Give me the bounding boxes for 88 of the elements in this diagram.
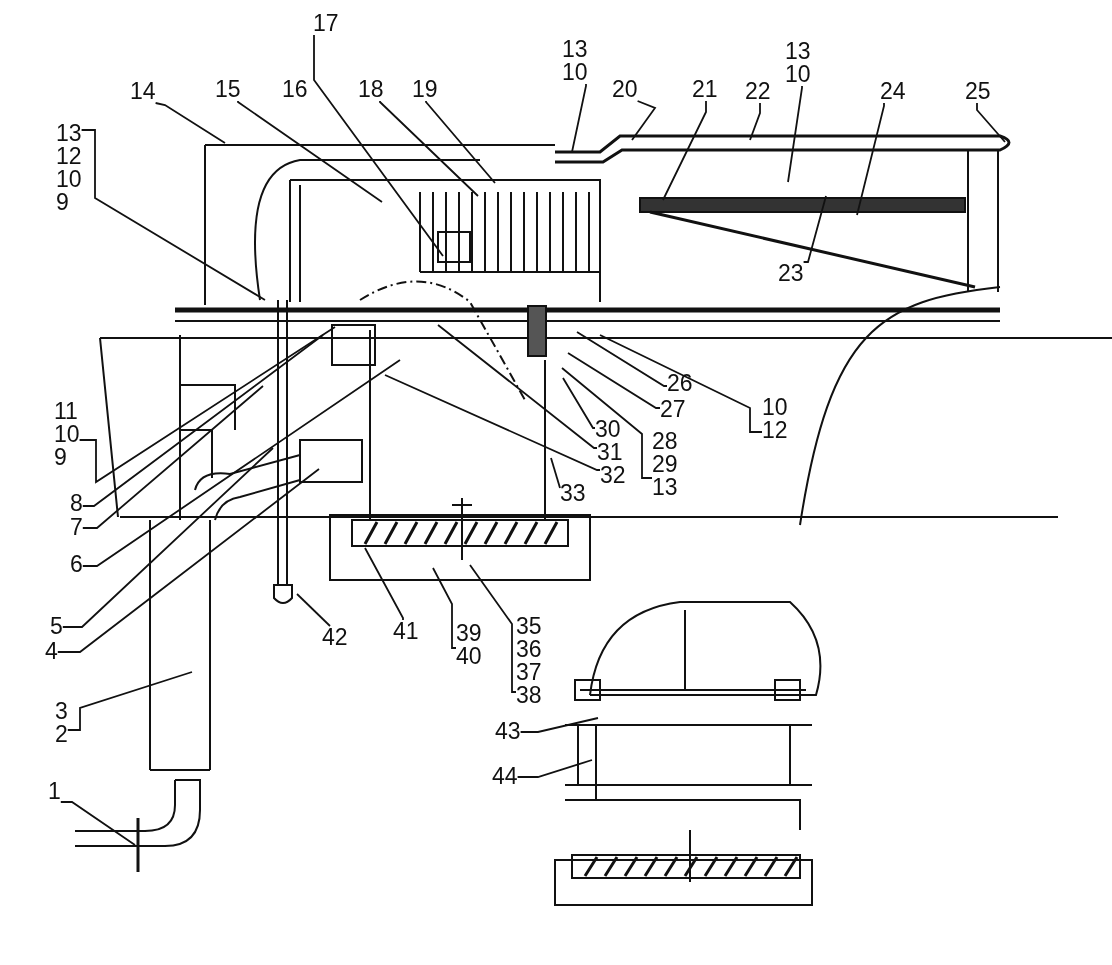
callout-number: 3 bbox=[55, 700, 68, 723]
callout-number: 23 bbox=[778, 262, 804, 285]
callout-number: 35 bbox=[516, 615, 542, 638]
callout-number: 12 bbox=[56, 145, 82, 168]
leader-line bbox=[313, 34, 444, 257]
leader-line bbox=[81, 385, 264, 529]
callout-number: 21 bbox=[692, 78, 718, 101]
callout-number: 28 bbox=[652, 430, 678, 453]
leader-line bbox=[561, 367, 653, 479]
leader-line bbox=[519, 717, 599, 733]
leader-line bbox=[364, 547, 404, 621]
callout-number: 20 bbox=[612, 78, 638, 101]
leader-line bbox=[599, 334, 763, 433]
callout-number: 42 bbox=[322, 626, 348, 649]
callout-number: 43 bbox=[495, 720, 521, 743]
leader-line bbox=[749, 102, 761, 141]
leader-line bbox=[787, 85, 803, 183]
callout-number: 11 bbox=[54, 400, 79, 423]
callout-number: 13 bbox=[562, 38, 588, 61]
callout-number: 44 bbox=[492, 765, 518, 788]
leader-line bbox=[80, 129, 266, 301]
leader-line bbox=[237, 100, 383, 203]
callout-number: 38 bbox=[516, 684, 542, 707]
leader-line bbox=[576, 331, 668, 387]
callout-number: 33 bbox=[560, 482, 586, 505]
callout-number: 31 bbox=[597, 441, 623, 464]
callout-number: 27 bbox=[660, 398, 686, 421]
leader-line bbox=[550, 457, 561, 489]
callout-number: 14 bbox=[130, 80, 156, 103]
callout-number: 10 bbox=[762, 396, 788, 419]
callout-number: 17 bbox=[313, 12, 339, 35]
callout-number: 4 bbox=[45, 640, 58, 663]
leader-line bbox=[567, 352, 661, 409]
callout-number: 25 bbox=[965, 80, 991, 103]
callout-number: 6 bbox=[70, 553, 83, 576]
callout-number: 13 bbox=[56, 122, 82, 145]
callout-number: 36 bbox=[516, 638, 542, 661]
leader-line bbox=[976, 102, 1006, 143]
callout-number: 41 bbox=[393, 620, 419, 643]
callout-number: 10 bbox=[562, 61, 588, 84]
callout-number: 1 bbox=[48, 780, 61, 803]
leader-line bbox=[432, 567, 457, 649]
callout-number: 13 bbox=[785, 40, 811, 63]
callout-number: 16 bbox=[282, 78, 308, 101]
leader-line bbox=[379, 100, 479, 197]
leader-line bbox=[384, 374, 601, 471]
callout-number: 18 bbox=[358, 78, 384, 101]
leader-line bbox=[469, 564, 517, 693]
leader-line bbox=[56, 468, 320, 653]
leader-line bbox=[154, 102, 226, 144]
callout-number: 7 bbox=[70, 516, 83, 539]
leader-line bbox=[78, 326, 336, 484]
callout-number: 2 bbox=[55, 723, 68, 746]
callout-number: 40 bbox=[456, 645, 482, 668]
leader-line bbox=[662, 100, 707, 201]
leader-line bbox=[81, 334, 324, 507]
callout-number: 13 bbox=[652, 476, 678, 499]
leader-line bbox=[425, 100, 496, 184]
callout-number: 19 bbox=[412, 78, 438, 101]
leader-line bbox=[296, 593, 331, 627]
leader-line bbox=[516, 759, 593, 778]
leader-line bbox=[571, 83, 587, 153]
callout-number: 32 bbox=[600, 464, 626, 487]
callout-number: 10 bbox=[56, 168, 82, 191]
callout-number: 9 bbox=[54, 446, 68, 469]
callout-number: 26 bbox=[667, 372, 693, 395]
callout-number: 8 bbox=[70, 492, 83, 515]
callout-number: 5 bbox=[50, 615, 63, 638]
leader-line bbox=[59, 801, 136, 846]
callout-number: 15 bbox=[215, 78, 241, 101]
callout-number: 22 bbox=[745, 80, 771, 103]
leader-line bbox=[81, 359, 401, 567]
leader-line bbox=[66, 671, 193, 731]
callout-number: 37 bbox=[516, 661, 542, 684]
callout-number: 30 bbox=[595, 418, 621, 441]
leader-line bbox=[631, 100, 657, 141]
callout-number: 29 bbox=[652, 453, 678, 476]
callout-number: 12 bbox=[762, 419, 788, 442]
callout-number: 39 bbox=[456, 622, 482, 645]
leader-line bbox=[856, 102, 885, 216]
leader-line bbox=[802, 195, 827, 263]
leader-line bbox=[61, 447, 274, 628]
leader-line bbox=[562, 377, 596, 429]
callout-number: 10 bbox=[785, 63, 811, 86]
callout-number: 24 bbox=[880, 80, 906, 103]
callout-number: 10 bbox=[54, 423, 80, 446]
callout-number: 9 bbox=[56, 191, 70, 214]
leader-line bbox=[437, 324, 598, 449]
